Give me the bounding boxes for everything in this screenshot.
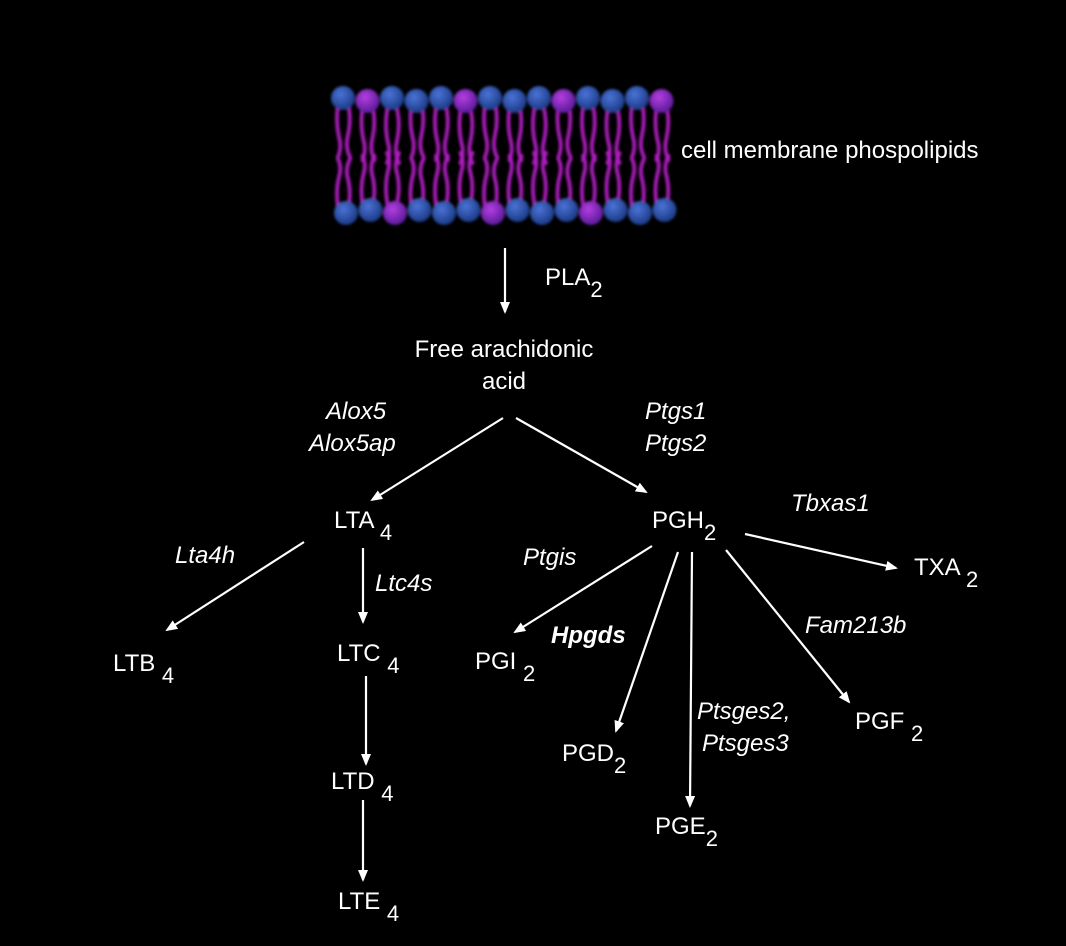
metabolite-pge2: PGE2 <box>655 813 718 851</box>
metabolite-pgd2: PGD2 <box>562 740 627 778</box>
gene-ptsges3: Ptsges3 <box>702 730 789 757</box>
gene-ptgs2: Ptgs2 <box>645 430 707 457</box>
gene-ptsges2: Ptsges2, <box>697 698 791 725</box>
gene-alox5ap: Alox5ap <box>309 430 396 457</box>
arrow-pgh2-to-pgd2 <box>614 551 680 733</box>
metabolite-ltb4: LTB 4 <box>113 650 175 688</box>
gene-lta4h: Lta4h <box>175 542 236 569</box>
arrow-pgh2-to-pgi2 <box>513 545 653 634</box>
metabolite-pgh2: PGH2 <box>652 507 717 545</box>
arrow-pgh2-to-pge2 <box>685 551 696 808</box>
metabolite-lte4: LTE 4 <box>338 888 400 926</box>
metabolite-ltc4: LTC 4 <box>337 640 400 678</box>
free-arachidonic-acid-line1: Free arachidonic <box>414 336 594 363</box>
membrane-label: cell membrane phospolipids <box>681 137 979 164</box>
gene-fam213b: Fam213b <box>805 612 907 639</box>
metabolite-txa2: TXA 2 <box>914 554 979 592</box>
membrane-bilayer-illustration <box>331 86 677 225</box>
gene-tbxas1: Tbxas1 <box>791 490 870 517</box>
free-arachidonic-acid-line2: acid <box>481 368 527 395</box>
arrow-aa-to-lta4 <box>370 417 504 502</box>
metabolite-ltd4: LTD 4 <box>331 768 394 806</box>
enzyme-pla2: PLA2 <box>545 264 603 302</box>
gene-alox5: Alox5 <box>326 398 387 425</box>
metabolite-lta4: LTA 4 <box>334 507 393 545</box>
arrow-pgh2-to-txa2 <box>744 532 898 571</box>
arrow-lta4-to-ltb4 <box>165 541 305 632</box>
arrow-aa-to-pgh2 <box>515 417 648 493</box>
gene-ltc4s: Ltc4s <box>375 570 433 597</box>
gene-ptgs1: Ptgs1 <box>645 398 707 425</box>
metabolite-pgf2: PGF 2 <box>855 708 924 746</box>
gene-ptgis: Ptgis <box>523 544 577 571</box>
arrow-pgh2-to-pgf2 <box>725 549 851 704</box>
metabolite-pgi2: PGI 2 <box>475 648 536 686</box>
gene-hpgds: Hpgds <box>551 622 626 649</box>
